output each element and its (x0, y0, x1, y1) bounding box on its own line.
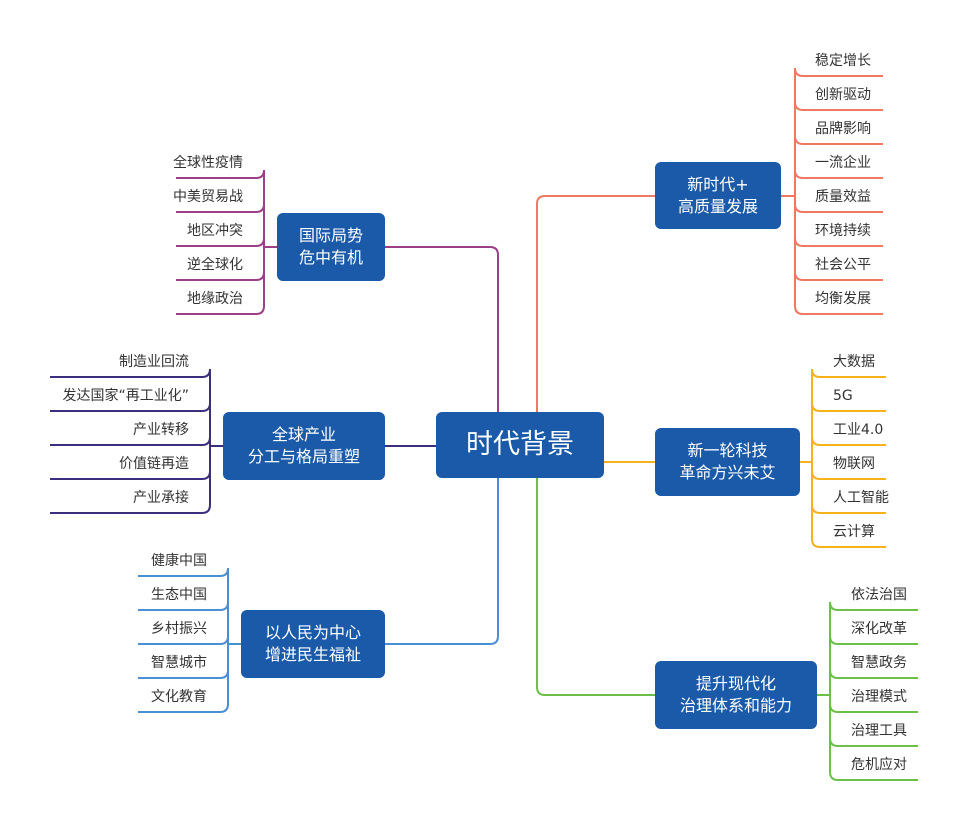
branch-node-international: 国际局势 危中有机 (277, 213, 385, 281)
leaf-item: 质量效益 (815, 189, 871, 205)
branch-node-quality: 新时代+ 高质量发展 (655, 162, 781, 229)
connector-leaf-quality (794, 101, 883, 196)
leaf-item: 5G (833, 388, 853, 404)
connector-leaf-industry (50, 446, 211, 514)
leaf-item: 产业转移 (133, 422, 189, 438)
leaf-item: 地区冲突 (187, 223, 243, 239)
branch-label-line2: 高质量发展 (677, 196, 758, 216)
leaf-item: 生态中国 (151, 587, 207, 603)
connector-leaf-governance (829, 695, 918, 781)
leaf-item: 品牌影响 (815, 121, 871, 137)
connector-quality (536, 195, 655, 412)
connector-leaf-industry (50, 436, 211, 446)
branch-label-line2: 分工与格局重塑 (247, 447, 360, 466)
connector-leaf-governance (829, 635, 918, 695)
connector-leaf-people (138, 567, 229, 644)
connector-leaf-people (138, 635, 229, 645)
connector-leaf-international (176, 169, 265, 247)
leaf-item: 环境持续 (815, 223, 871, 239)
branch-node-tech: 新一轮科技 革命方兴未艾 (655, 428, 800, 496)
connector-leaf-quality (794, 135, 883, 196)
connector-leaf-international (176, 237, 265, 247)
branch-label-line1: 国际局势 (298, 226, 363, 246)
connector-leaf-people (138, 644, 229, 713)
leaf-item: 物联网 (833, 456, 875, 472)
leaf-item: 全球性疫情 (173, 155, 243, 171)
connector-leaf-quality (794, 169, 883, 196)
leaf-item: 中美贸易战 (173, 189, 243, 205)
connector-leaf-international (176, 203, 265, 247)
leaf-item: 健康中国 (151, 553, 207, 569)
central-node: 时代背景 (436, 412, 604, 478)
leaf-item: 大数据 (833, 354, 875, 370)
leaf-item: 逆全球化 (187, 257, 243, 273)
leaf-item: 稳定增长 (815, 53, 871, 69)
leaf-item: 产业承接 (133, 490, 189, 506)
branch-label-line1: 以人民为中心 (264, 623, 361, 643)
connector-leaf-tech (811, 368, 886, 462)
connector-leaf-international (176, 247, 265, 315)
leaf-item: 治理工具 (851, 723, 907, 739)
branch-label-line1: 新一轮科技 (687, 441, 768, 461)
leaf-item: 乡村振兴 (151, 621, 207, 637)
leaf-item: 社会公平 (815, 257, 871, 273)
connector-leaf-tech (811, 402, 886, 462)
branch-node-people: 以人民为中心 增进民生福祉 (241, 610, 385, 678)
leaf-item: 创新驱动 (815, 87, 871, 103)
connector-governance (536, 478, 655, 696)
leaf-item: 依法治国 (851, 587, 907, 603)
connector-leaf-tech (811, 462, 886, 548)
connector-leaf-governance (829, 601, 918, 695)
leaf-item: 一流企业 (815, 155, 871, 171)
leaf-item: 价值链再造 (119, 456, 189, 472)
central-node-label: 时代背景 (466, 428, 574, 460)
connector-leaf-tech (811, 436, 886, 462)
leaf-item: 云计算 (833, 524, 875, 540)
leaf-item: 工业4.0 (833, 422, 884, 438)
leaf-item: 智慧城市 (151, 655, 207, 671)
leaf-item: 文化教育 (151, 689, 207, 705)
leaf-item: 危机应对 (851, 757, 907, 773)
branch-label-line2: 治理体系和能力 (679, 696, 792, 715)
branch-label-line1: 新时代+ (687, 174, 749, 194)
leaf-item: 智慧政务 (851, 655, 907, 671)
connector-people (385, 478, 499, 645)
branch-label-line2: 危中有机 (298, 248, 363, 267)
connector-leaf-quality (794, 67, 883, 196)
leaf-item: 人工智能 (833, 490, 889, 506)
leaf-item: 地缘政治 (187, 291, 243, 307)
branch-node-governance: 提升现代化 治理体系和能力 (655, 661, 817, 729)
leaf-item: 治理模式 (851, 689, 907, 705)
branch-label-line2: 增进民生福祉 (264, 645, 361, 664)
branch-node-industry: 全球产业 分工与格局重塑 (223, 412, 385, 480)
branch-label-line1: 全球产业 (271, 425, 336, 445)
connector-leaf-governance (829, 669, 918, 695)
leaf-item: 发达国家“再工业化” (62, 388, 189, 404)
connector-leaf-people (138, 601, 229, 644)
branch-label-line1: 提升现代化 (695, 674, 776, 694)
connector-international (385, 246, 499, 412)
connector-leaf-industry (50, 368, 211, 446)
leaf-item: 均衡发展 (815, 291, 871, 307)
branch-label-line2: 革命方兴未艾 (679, 463, 776, 482)
connector-leaf-quality (794, 196, 883, 315)
connector-leaf-industry (50, 402, 211, 446)
leaf-item: 制造业回流 (119, 354, 189, 370)
leaf-item: 深化改革 (851, 621, 907, 637)
